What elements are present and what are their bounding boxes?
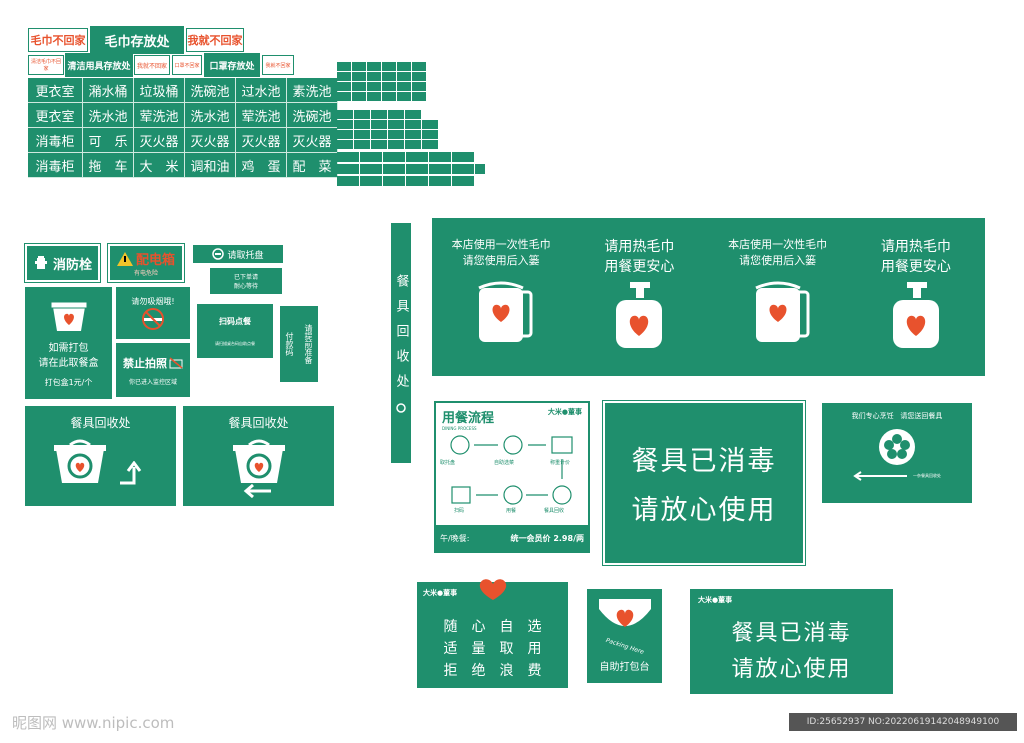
card-dining-process: 用餐流程 DINING PROCESS 大米●董事 取托盘 自助选菜 称重计价 …: [434, 401, 590, 553]
warning-icon: [116, 251, 133, 266]
label-cell: 洗碗池: [185, 78, 236, 103]
no-smoking-icon: [142, 307, 164, 330]
sign-pay-code: 付款码 请提前准备: [280, 306, 318, 382]
tag-i-no-home-small2: 我就不回家: [262, 55, 294, 75]
tiny-labels-graphic: [337, 110, 438, 149]
tag-mask-storage: 口罩存放处: [204, 53, 260, 77]
step-label: 扫码: [454, 508, 465, 514]
sanitizer-bottle-icon: [892, 282, 939, 348]
tag-towel-storage: 毛巾存放处: [90, 26, 184, 54]
tiny-label-cluster-3: [337, 152, 487, 188]
tag-cleaning-no-home: 清洁毛巾不回家: [28, 55, 64, 75]
sign-return-tableware: 我们专心烹饪 请您送回餐具 一杂餐具回收处: [822, 403, 972, 503]
process-price-bar: 午/晚餐: 统一会员价 2.98/两: [436, 525, 588, 551]
banner-item-towel: 本店使用一次性毛巾 请您使用后入篓: [709, 218, 847, 376]
sign-no-smoking: 请勿吸烟哦!: [116, 287, 190, 339]
label-cell: 素洗池: [287, 78, 338, 103]
sign-fire-hydrant: 消防栓: [24, 243, 101, 283]
banner-item-hot-towel: 请用热毛巾 用餐更安心: [847, 218, 985, 376]
arrow-left-icon: [853, 471, 907, 481]
takeout-box-icon: [50, 301, 87, 331]
process-subtitle: DINING PROCESS: [442, 426, 477, 431]
process-title: 用餐流程: [442, 411, 495, 426]
banner-item-hot-towel: 请用热毛巾 用餐更安心: [570, 218, 708, 376]
recycle-icon: [396, 402, 406, 413]
tiny-label-cluster-2: [337, 110, 447, 150]
tray-icon: [212, 248, 225, 260]
tag-towel-no-home: 毛巾不回家: [28, 28, 88, 52]
tiny-label-cluster-1: [337, 62, 433, 102]
step-label: 自助选菜: [494, 460, 515, 466]
label-cell: 灭火器: [185, 128, 236, 153]
step-label: 餐具回收: [544, 508, 565, 514]
banner-towel: 本店使用一次性毛巾 请您使用后入篓 请用热毛巾 用餐更安心 本店使用一次性毛巾 …: [432, 218, 985, 376]
step-label: 取托盘: [440, 460, 456, 466]
sign-recycle-left: 餐具回收处: [25, 406, 176, 506]
label-cell: 潲水桶: [83, 78, 134, 103]
brand-logo: 大米●董事: [547, 408, 582, 416]
label-cell: 调和油: [185, 153, 236, 178]
sign-electric-box: 配电箱 有电危险: [107, 243, 185, 283]
sign-recycle-right: 餐具回收处: [183, 406, 334, 506]
label-cell: 可 乐: [83, 128, 134, 153]
packing-heart-icon: [598, 599, 651, 627]
towel-basket-icon: [755, 281, 810, 342]
label-cell: 配 菜: [287, 153, 338, 178]
towel-basket-icon: [478, 281, 533, 342]
sign-no-photo: 禁止拍照 你已进入监控区域: [116, 343, 190, 397]
recycle-basket-icon: [232, 439, 285, 483]
arrow-up-right-icon: [119, 461, 141, 485]
room-label-grid: 更衣室 潲水桶 垃圾桶 洗碗池 过水池 素洗池 更衣室 洗水池 荤洗池 洗水池 …: [28, 78, 338, 178]
sign-scan-order: 扫码点餐 请扫描桌台码自助点餐: [197, 304, 273, 358]
tag-mask-no-home: 口罩不回家: [172, 55, 202, 75]
tag-i-no-home: 我就不回家: [186, 28, 244, 52]
label-cell: 消毒柜: [28, 128, 83, 153]
label-cell: 洗碗池: [287, 103, 338, 128]
label-cell: 更衣室: [28, 78, 83, 103]
label-cell: 更衣室: [28, 103, 83, 128]
sign-take-tray: 请取托盘: [193, 245, 283, 263]
no-camera-icon: [169, 356, 183, 369]
sign-disinfected-large: 餐具已消毒 请放心使用: [602, 400, 806, 566]
label-cell: 荤洗池: [134, 103, 185, 128]
label-cell: 过水池: [236, 78, 287, 103]
label-cell: 鸡 蛋: [236, 153, 287, 178]
label-cell: 荤洗池: [236, 103, 287, 128]
label-cell: 灭火器: [236, 128, 287, 153]
label-cell: 灭火器: [134, 128, 185, 153]
label-cell: 拖 车: [83, 153, 134, 178]
tiny-labels-graphic: [337, 62, 426, 101]
watermark-left: 昵图网 www.nipic.com: [12, 714, 175, 732]
tag-i-no-home-small: 我就不回家: [134, 55, 170, 75]
sign-packing-station: Packing Here 自助打包台: [587, 589, 662, 683]
sanitizer-bottle-icon: [616, 282, 663, 348]
label-cell: 垃圾桶: [134, 78, 185, 103]
tag-cleaning-supplies: 清洁用具存放处: [65, 53, 133, 77]
process-flow-graphic: [450, 435, 573, 505]
flower-icon: [879, 429, 915, 465]
sign-slogan: 大米●董事 随 心 自 选 适 量 取 用 拒 绝 浪 费: [417, 579, 568, 688]
sign-ordered-wait: 已下单请 耐心等待: [210, 268, 282, 294]
label-cell: 洗水池: [185, 103, 236, 128]
banner-item-towel: 本店使用一次性毛巾 请您使用后入篓: [432, 218, 570, 376]
hydrant-icon: [34, 256, 47, 269]
arrow-left-icon: [243, 484, 271, 498]
recycle-basket-icon: [53, 439, 106, 483]
step-label: 用餐: [506, 508, 517, 514]
tiny-labels-graphic: [337, 152, 485, 186]
label-cell: 洗水池: [83, 103, 134, 128]
label-cell: 灭火器: [287, 128, 338, 153]
step-label: 称重计价: [550, 460, 571, 466]
sign-packing-box: 如需打包 请在此取餐盒 打包盒1元/个: [25, 287, 112, 399]
heart-icon: [479, 579, 507, 600]
watermark-id: ID:25652937 NO:20220619142048949100: [789, 713, 1017, 731]
sign-recycle-vertical: 餐具回收处: [391, 223, 411, 463]
label-cell: 消毒柜: [28, 153, 83, 178]
label-cell: 大 米: [134, 153, 185, 178]
sign-disinfected-small: 大米●董事 餐具已消毒 请放心使用: [690, 589, 893, 694]
